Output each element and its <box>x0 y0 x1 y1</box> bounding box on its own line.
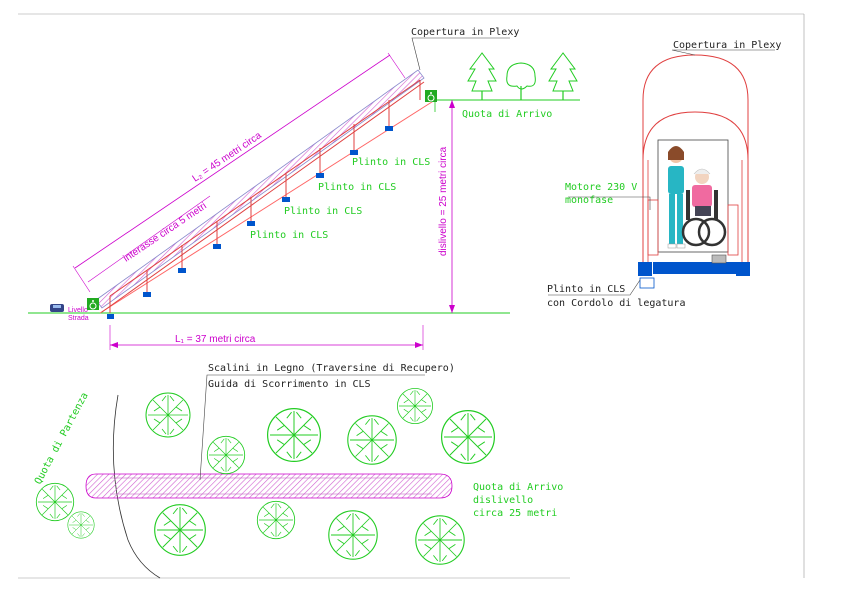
tree-icon <box>256 500 296 540</box>
tree-icon <box>548 52 578 100</box>
tree-icon <box>467 52 497 100</box>
horizontal-label: L₁ = 37 metri circa <box>175 334 256 345</box>
tree-icon <box>506 62 536 100</box>
tree-icon <box>441 410 495 464</box>
plan-arrival-label: circa 25 metri <box>473 508 557 519</box>
tree-icon <box>347 415 397 465</box>
side-elevation: Copertura in Plexy Quota di Arrivo L₂ = … <box>28 27 580 350</box>
footing-label: Plinto in CLS <box>284 206 362 217</box>
guide-label: Guida di Scorrimento in CLS <box>208 379 371 390</box>
tree-icon <box>67 511 95 539</box>
tree-icon <box>328 510 378 560</box>
cross-section: Copertura in Plexy Motore 230 V monofase… <box>547 40 781 309</box>
street-label: Strada <box>68 315 89 322</box>
plan-view: Scalini in Legno (Traversine di Recupero… <box>33 363 563 579</box>
tree-icon <box>267 408 321 462</box>
motor-label: Motore 230 V <box>565 182 637 193</box>
footing-label: Plinto in CLS <box>318 182 396 193</box>
cross-footing-label: con Cordolo di legatura <box>547 298 685 309</box>
plan-arrival-label: Quota di Arrivo <box>473 482 563 493</box>
tree-icon <box>154 504 206 556</box>
tree-icon <box>206 435 246 475</box>
person-icon <box>667 146 686 249</box>
cover-label: Copertura in Plexy <box>411 27 519 38</box>
tree-icon <box>396 387 434 425</box>
footing-label: Plinto in CLS <box>250 230 328 241</box>
street-label: Livello <box>68 307 88 314</box>
tree-icon <box>35 482 75 522</box>
tree-icon <box>145 392 191 438</box>
footing-label: Plinto in CLS <box>352 157 430 168</box>
cross-cover-label: Copertura in Plexy <box>673 40 781 51</box>
wheelchair-user-icon <box>681 168 727 247</box>
wheelchair-icon <box>87 298 99 310</box>
plan-arrival-label: dislivello <box>473 495 533 506</box>
cross-footing-label: Plinto in CLS <box>547 284 625 295</box>
start-label: Quota di Partenza <box>33 391 91 487</box>
motor-label: monofase <box>565 195 613 206</box>
steps-label: Scalini in Legno (Traversine di Recupero… <box>208 363 455 374</box>
height-label: dislivello = 25 metri circa <box>438 146 449 256</box>
wheelchair-icon <box>425 90 437 102</box>
arrival-label: Quota di Arrivo <box>462 109 552 120</box>
tree-icon <box>415 515 465 565</box>
length-label: L₂ = 45 metri circa <box>191 130 265 185</box>
car-icon <box>50 304 64 312</box>
